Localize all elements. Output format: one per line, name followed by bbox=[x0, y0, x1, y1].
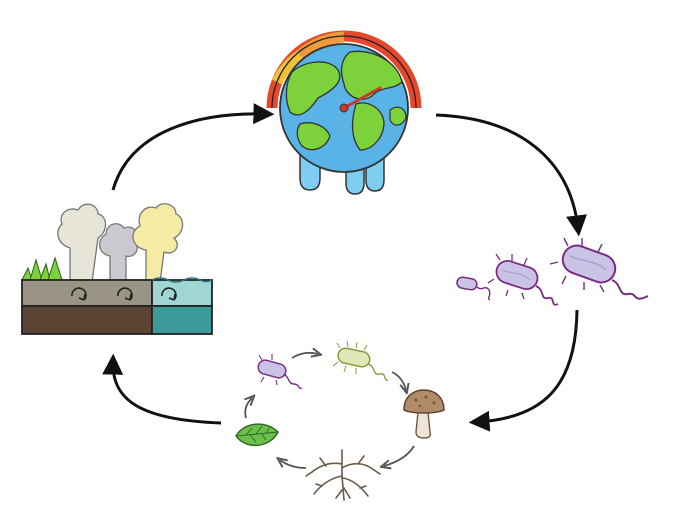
arrow-earth-to-bacteria bbox=[436, 115, 578, 228]
arrow-emissions-to-earth bbox=[113, 114, 266, 190]
inner-arrow-5 bbox=[245, 398, 252, 418]
soil-gas-emission-icon bbox=[22, 204, 212, 334]
water-layer-bottom bbox=[152, 306, 212, 334]
loop-roots-icon bbox=[306, 450, 380, 500]
water-layer-top bbox=[152, 280, 212, 306]
arrow-loop-to-emissions bbox=[113, 362, 221, 423]
bacterium-large bbox=[550, 238, 648, 299]
microbial-decomposition-icon bbox=[236, 341, 444, 500]
grass-icon bbox=[22, 258, 62, 280]
loop-microbe-icon bbox=[257, 354, 302, 388]
loop-mushroom-icon bbox=[404, 390, 444, 438]
arrow-bacteria-to-loop bbox=[477, 310, 577, 422]
gas-plume-yellow bbox=[133, 204, 183, 282]
melting-earth-thermometer-icon bbox=[272, 36, 416, 194]
inner-arrow-3 bbox=[384, 446, 414, 466]
gas-plume-white bbox=[58, 204, 106, 282]
inner-arrow-2 bbox=[392, 372, 406, 390]
bacteria-icon bbox=[456, 238, 648, 305]
bacterium-small bbox=[456, 276, 490, 300]
loop-leaf-icon bbox=[236, 424, 278, 445]
gas-plume-grey bbox=[100, 224, 138, 282]
loop-hairy-microbe-icon bbox=[333, 341, 388, 380]
soil-layer-bottom bbox=[22, 306, 152, 334]
bacterium-medium bbox=[488, 254, 558, 305]
inner-arrow-1 bbox=[292, 353, 318, 358]
inner-arrow-4 bbox=[280, 460, 306, 468]
soil-layer-top bbox=[22, 280, 152, 306]
